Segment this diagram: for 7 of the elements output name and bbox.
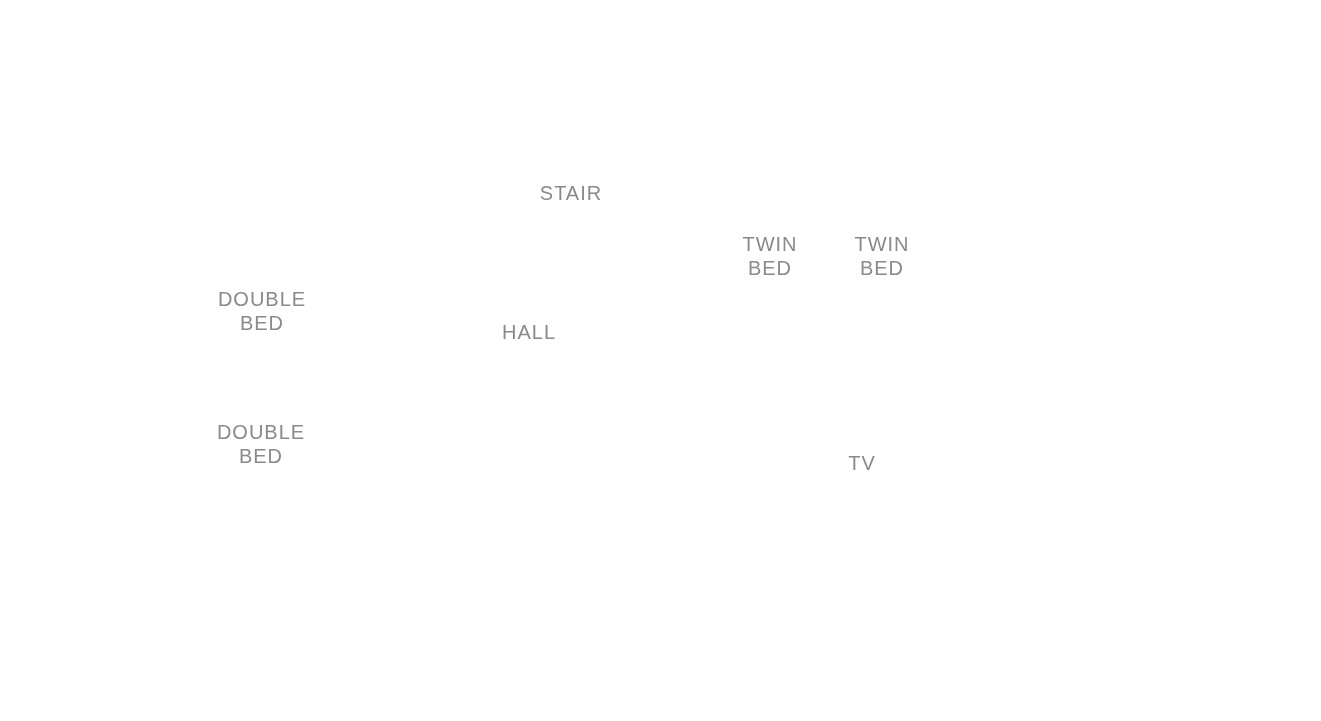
- room-label: TWIN BED: [742, 232, 798, 280]
- room-label: DOUBLE BED: [216, 420, 306, 468]
- room-label: HALL: [502, 320, 556, 344]
- room-label: DOUBLE BED: [217, 287, 307, 335]
- room-label: STAIR: [539, 181, 603, 205]
- room-label: TV: [848, 451, 876, 475]
- room-label: TWIN BED: [854, 232, 910, 280]
